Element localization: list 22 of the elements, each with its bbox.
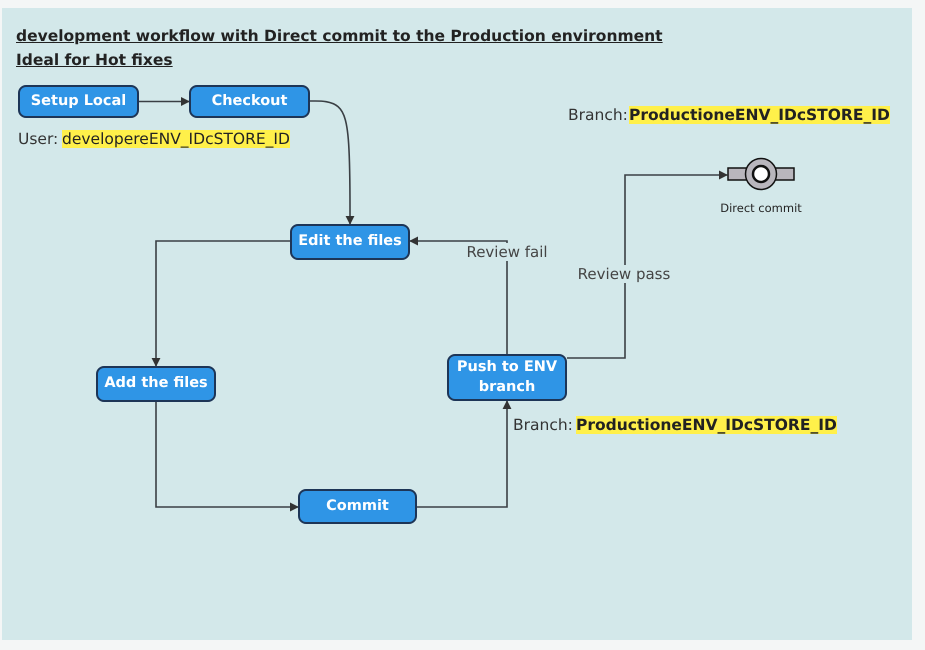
process-box: Push to ENV branch [447, 354, 567, 401]
process-box: Checkout [189, 85, 310, 118]
arrow [567, 170, 728, 359]
process-box: Add the files [96, 366, 216, 402]
diagram-title: development workflow with Direct commit to the Production environment [16, 27, 663, 45]
process-box: Setup Local [18, 85, 139, 118]
process-box: Edit the files [290, 224, 410, 260]
field-label: Branch: [513, 416, 573, 434]
arrow [152, 240, 290, 367]
icon-caption: Direct commit [720, 201, 802, 215]
arrow [310, 100, 354, 225]
highlighted-value: ProductioneENV_IDcSTORE_ID [629, 106, 890, 124]
arrow [409, 236, 508, 354]
arrow [139, 97, 190, 106]
process-box: Commit [298, 489, 417, 524]
highlighted-value: developereENV_IDcSTORE_ID [62, 130, 290, 148]
highlighted-value: ProductioneENV_IDcSTORE_ID [576, 416, 837, 434]
subtitle: Ideal for Hot fixes [16, 51, 173, 69]
field-label: User: [18, 130, 58, 148]
arrow [155, 402, 299, 512]
field-label: Branch: [568, 106, 628, 124]
arrow [417, 400, 512, 508]
